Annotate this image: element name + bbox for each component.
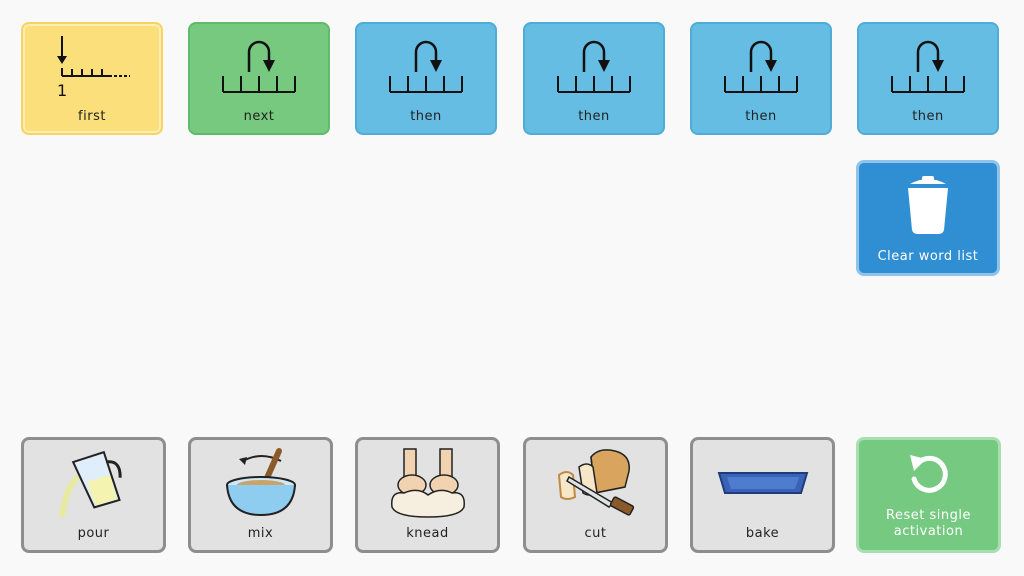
next-step-icon [190, 24, 328, 109]
tile-label: next [243, 109, 275, 124]
tile-then-4[interactable]: then [857, 22, 999, 135]
then-step-icon [692, 24, 830, 109]
reset-label-line1: Reset single [886, 508, 971, 523]
tile-then-3[interactable]: then [690, 22, 832, 135]
tile-bake[interactable]: bake [690, 437, 835, 553]
undo-icon [859, 440, 998, 508]
tile-label: cut [584, 526, 607, 541]
tile-mix[interactable]: mix [188, 437, 333, 553]
tile-label: then [912, 109, 944, 124]
tile-label: then [578, 109, 610, 124]
pour-jug-icon [24, 440, 163, 526]
tile-label: bake [745, 526, 780, 541]
tile-label: then [410, 109, 442, 124]
tile-label: first [78, 109, 106, 124]
tile-label: knead [406, 526, 449, 541]
tile-cut[interactable]: cut [523, 437, 668, 553]
tile-label: pour [77, 526, 110, 541]
kneading-hands-icon [358, 440, 497, 526]
tile-then-1[interactable]: then [355, 22, 497, 135]
tile-first[interactable]: 1 first [21, 22, 163, 135]
tile-next[interactable]: next [188, 22, 330, 135]
then-step-icon [525, 24, 663, 109]
reset-label: Reset single activation [886, 508, 971, 540]
tile-knead[interactable]: knead [355, 437, 500, 553]
tile-label: then [745, 109, 777, 124]
mixing-bowl-icon [191, 440, 330, 526]
first-step-icon: 1 [23, 24, 161, 109]
svg-text:1: 1 [57, 81, 67, 100]
then-step-icon [357, 24, 495, 109]
then-step-icon [859, 24, 997, 109]
baking-tray-icon [693, 440, 832, 526]
clear-label: Clear word list [877, 249, 979, 264]
trash-icon [859, 163, 997, 249]
clear-word-list-button[interactable]: Clear word list [856, 160, 1000, 276]
tile-then-2[interactable]: then [523, 22, 665, 135]
tile-pour[interactable]: pour [21, 437, 166, 553]
reset-label-line2: activation [893, 524, 964, 539]
tile-label: mix [247, 526, 274, 541]
reset-single-activation-button[interactable]: Reset single activation [856, 437, 1001, 553]
bread-knife-icon [526, 440, 665, 526]
